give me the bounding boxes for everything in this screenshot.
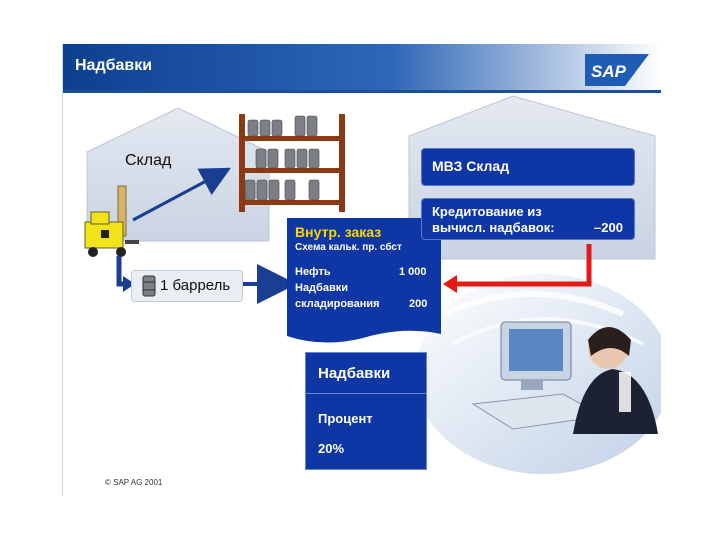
sap-logo-icon: SAP	[585, 54, 649, 86]
internal-order-document	[287, 218, 441, 343]
mvz-credit-card: Кредитование из вычисл. надбавок: –200	[421, 198, 635, 240]
order-surcharge-line2: складирования	[295, 298, 380, 310]
barrel-icon	[142, 275, 156, 297]
diagram-canvas	[84, 95, 661, 474]
mvz-credit-value: –200	[594, 220, 623, 235]
order-title: Внутр. заказ	[295, 224, 382, 240]
mvz-title-card: МВЗ Склад	[421, 148, 635, 186]
order-subtitle: Схема кальк. пр. сбст	[295, 242, 402, 253]
order-surcharge-value: 200	[409, 298, 428, 310]
arrow-to-shelf	[132, 167, 231, 222]
order-oil-label: Нефть	[295, 266, 331, 278]
page-title: Надбавки	[75, 57, 153, 74]
credit-arrow	[455, 244, 592, 287]
slide: Надбавки SAP	[62, 44, 661, 496]
copyright: © SAP AG 2001	[105, 478, 163, 487]
order-surcharge-line1: Надбавки	[295, 282, 348, 294]
barrel-box: 1 баррель	[131, 270, 243, 302]
warehouse-label: Склад	[125, 152, 172, 169]
storage-shelf	[239, 114, 345, 212]
mvz-title: МВЗ Склад	[432, 158, 510, 174]
header-bar: Надбавки SAP	[63, 44, 661, 90]
sap-logo-text: SAP	[591, 62, 627, 81]
mvz-credit-line2: вычисл. надбавок:	[432, 220, 555, 235]
mvz-credit-line1: Кредитование из	[432, 204, 542, 219]
surcharge-percent-value: 20%	[318, 441, 345, 456]
order-oil-value: 1 000	[399, 266, 427, 278]
header-divider	[63, 90, 661, 93]
barrel-label: 1 баррель	[160, 277, 231, 294]
office-worker-photo	[415, 274, 661, 474]
surcharge-panel: Надбавки Процент 20%	[305, 352, 427, 470]
surcharge-percent-label: Процент	[318, 411, 373, 426]
surcharge-panel-title: Надбавки	[318, 365, 391, 382]
forklift-icon	[84, 185, 139, 257]
surcharge-panel-divider	[306, 393, 426, 394]
